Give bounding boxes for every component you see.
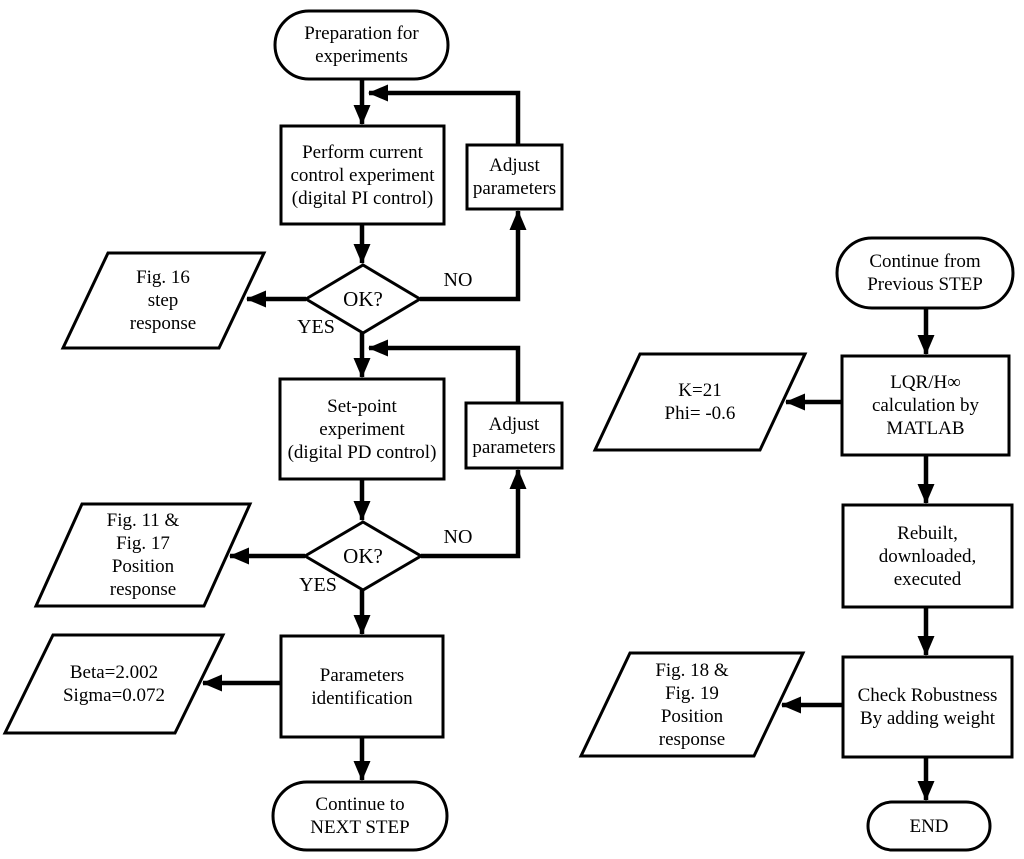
arrow-adjust2-feedback: [368, 339, 521, 404]
check-robustness-process-shape: [841, 655, 1014, 759]
rebuilt-process-shape: [841, 503, 1014, 609]
arrow-ok1-no-to-adjust1: [420, 210, 527, 302]
fig16-data-shape: [60, 251, 267, 350]
perform-current-process-shape: [279, 124, 446, 226]
ok-2-decision-shape: [302, 520, 424, 592]
params-ident-process-shape: [279, 634, 445, 739]
fig11-17-data-shape: [33, 502, 253, 608]
arrow-ok2-no-to-adjust2: [421, 469, 527, 559]
next-step-terminator-shape: [271, 780, 449, 852]
continue-from-terminator-shape: [835, 236, 1015, 310]
ok-1-decision-shape: [303, 263, 423, 335]
beta-sigma-data-shape: [2, 633, 226, 735]
set-point-process-shape: [278, 377, 446, 481]
adjust-params-1-process-shape: [465, 143, 564, 211]
fig18-19-data-shape: [578, 651, 806, 758]
arrow-adjust1-feedback: [368, 84, 521, 146]
end-terminator-shape: [866, 800, 992, 852]
lqr-calc-process-shape: [840, 354, 1011, 457]
adjust-params-2-process-shape: [464, 401, 564, 470]
k-phi-data-shape: [592, 352, 808, 452]
prep-terminator-shape: [273, 9, 450, 81]
